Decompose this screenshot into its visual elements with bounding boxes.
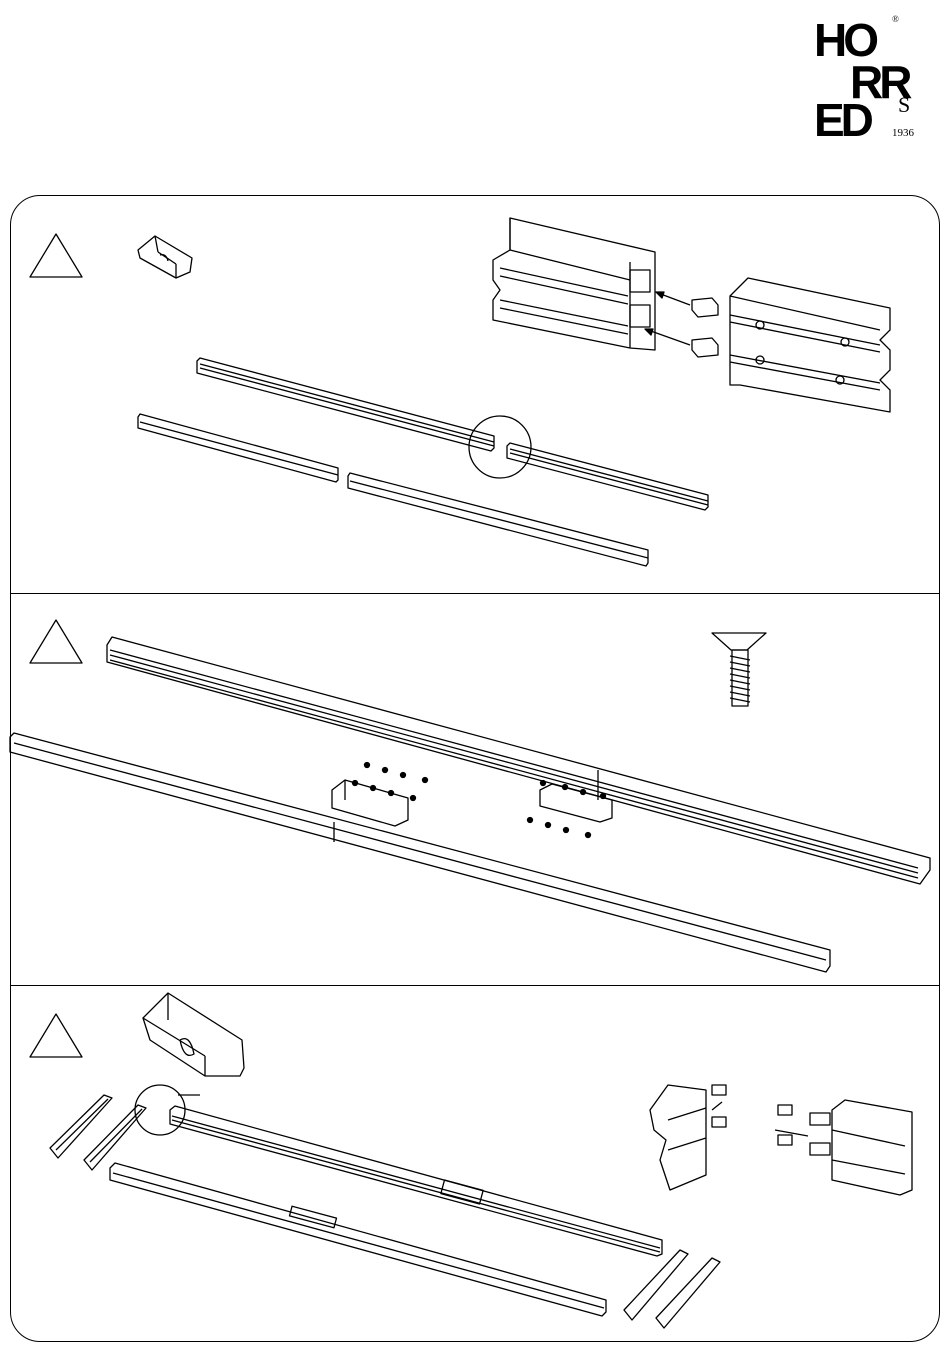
profile-rail-upper [197, 358, 708, 510]
countersunk-screw-icon [712, 633, 766, 706]
profile-detail-left [493, 218, 655, 350]
short-rail-2 [84, 1105, 146, 1170]
connector-block-icon-large [143, 993, 244, 1076]
warning-triangle-icon [30, 1014, 82, 1057]
step-2 [10, 620, 930, 972]
connector-parts [645, 292, 718, 357]
step-1 [30, 218, 890, 566]
long-profile-rail [107, 637, 930, 884]
corner-detail-left [650, 1085, 726, 1190]
flat-rail-lower [138, 414, 648, 566]
short-rail-3 [624, 1250, 688, 1320]
profile-detail-right [730, 278, 890, 412]
warning-triangle-icon [30, 234, 82, 277]
long-flat-rail [10, 733, 830, 972]
connector-block-icon [138, 236, 192, 278]
long-rail-top [170, 1106, 662, 1256]
long-rail-bottom [110, 1163, 606, 1316]
detail-circle [135, 1085, 185, 1135]
short-rail-4 [656, 1258, 720, 1328]
warning-triangle-icon [30, 620, 82, 663]
step-3 [30, 993, 912, 1328]
corner-detail-right [775, 1100, 912, 1195]
joint-plate-left [332, 780, 408, 826]
